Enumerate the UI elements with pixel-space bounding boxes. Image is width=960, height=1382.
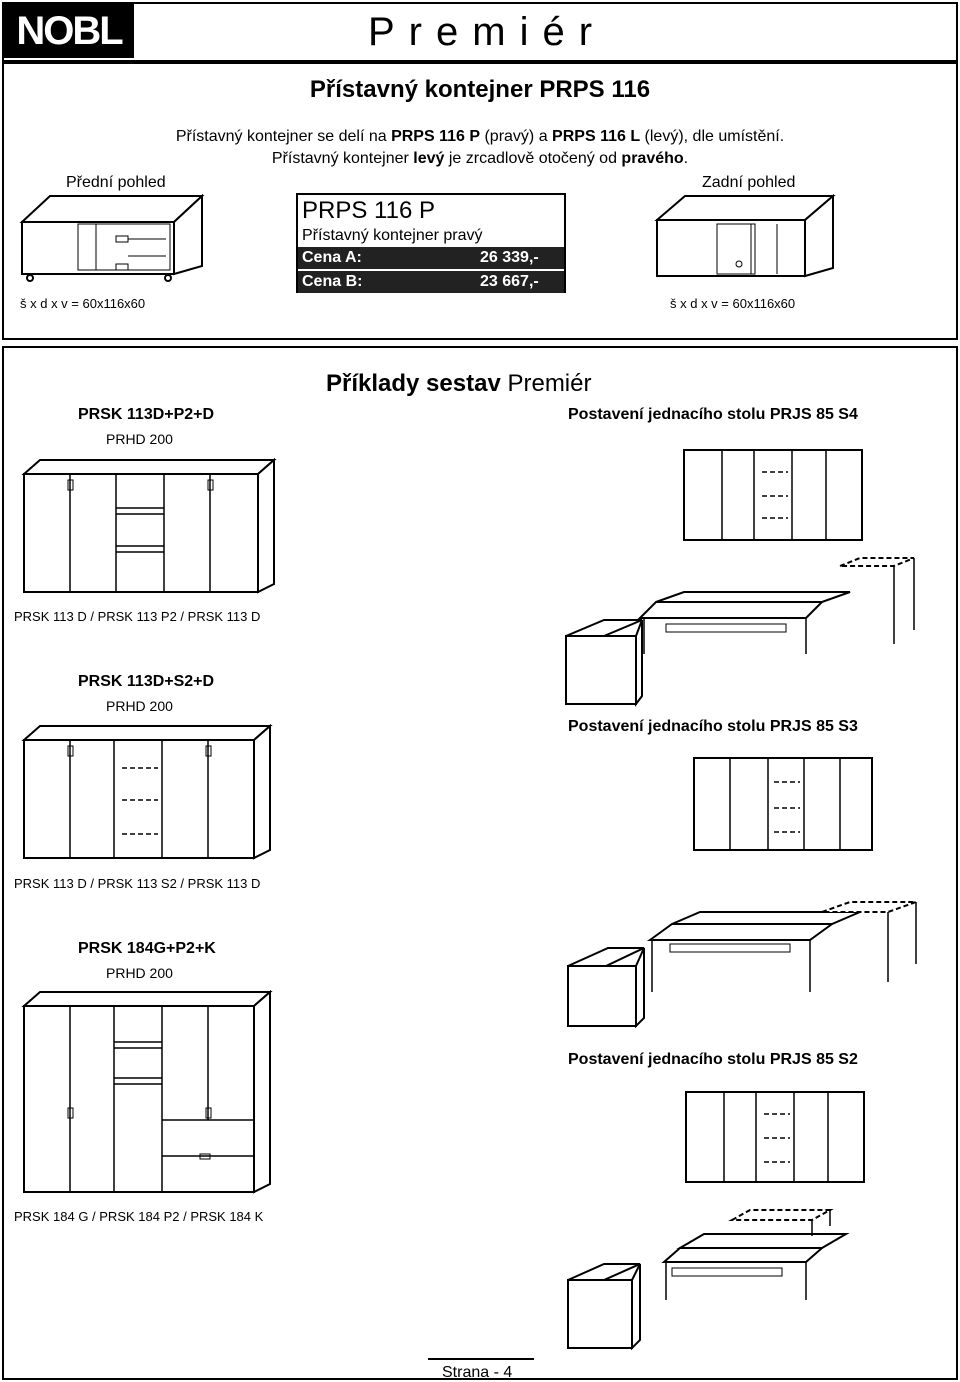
examples-title-brand: Premiér — [507, 370, 592, 397]
desc-text: (pravý) a — [480, 128, 553, 145]
desk-drawing-3 — [567, 1091, 865, 1351]
footer-divider — [428, 1358, 534, 1360]
product-frame — [2, 62, 958, 340]
desc-text: Přístavný kontejner — [271, 150, 414, 167]
set-parts-1: PRSK 113 D / PRSK 113 P2 / PRSK 113 D — [14, 609, 261, 624]
desk-label-2: Postavení jednacího stolu PRJS 85 S3 — [568, 718, 858, 735]
set-parts-2: PRSK 113 D / PRSK 113 S2 / PRSK 113 D — [14, 876, 261, 891]
price-b-value: 23 667,- — [480, 273, 539, 290]
examples-frame — [2, 346, 958, 1380]
set-sub-2: PRHD 200 — [106, 698, 173, 714]
price-row-b: Cena B: 23 667,- — [298, 271, 564, 293]
price-a-value: 26 339,- — [480, 249, 539, 266]
desc-code-p: PRPS 116 P — [391, 128, 481, 145]
desc-right: pravého — [621, 150, 684, 167]
front-view-drawing — [19, 193, 205, 282]
price-b-label: Cena B: — [302, 273, 363, 290]
desc-code-l: PRPS 116 L — [552, 128, 641, 145]
set-name-1: PRSK 113D+P2+D — [78, 406, 215, 423]
price-row-a: Cena A: 26 339,- — [298, 247, 564, 269]
set-name-2: PRSK 113D+S2+D — [78, 673, 215, 690]
examples-title-bold: Příklady sestav — [326, 370, 501, 397]
desc-text: (levý), dle umístění. — [640, 128, 785, 145]
set-name-3: PRSK 184G+P2+K — [78, 940, 216, 957]
product-description-line2: Přístavný kontejner levý je zrcadlově ot… — [0, 150, 960, 168]
front-view-label: Přední pohled — [66, 174, 166, 191]
brand-title: Premiér — [368, 10, 607, 54]
front-dimensions: š x d x v = 60x116x60 — [20, 296, 146, 311]
set-sub-3: PRHD 200 — [106, 965, 173, 981]
desk-drawing-1 — [565, 449, 915, 707]
desc-left: levý — [413, 150, 445, 167]
desc-text: je zrcadlově otočený od — [444, 150, 622, 167]
set-parts-3: PRSK 184 G / PRSK 184 P2 / PRSK 184 K — [14, 1209, 264, 1224]
back-dimensions: š x d x v = 60x116x60 — [670, 296, 796, 311]
set-drawing-3 — [21, 989, 273, 1194]
desk-label-1: Postavení jednacího stolu PRJS 85 S4 — [568, 406, 858, 423]
examples-title: Příklady sestav Premiér — [326, 370, 591, 398]
page-number: Strana - 4 — [442, 1364, 513, 1381]
back-view-drawing — [654, 193, 836, 278]
product-code: PRPS 116 P — [302, 197, 435, 224]
set-drawing-2 — [21, 723, 273, 860]
desk-label-3: Postavení jednacího stolu PRJS 85 S2 — [568, 1051, 858, 1068]
back-view-label: Zadní pohled — [702, 174, 796, 191]
set-sub-1: PRHD 200 — [106, 431, 173, 447]
price-a-label: Cena A: — [302, 249, 362, 266]
desc-text: Přístavný kontejner se delí na — [175, 128, 392, 145]
desc-text: . — [683, 150, 689, 167]
set-drawing-1 — [21, 457, 277, 594]
product-description-line1: Přístavný kontejner se delí na PRPS 116 … — [0, 128, 960, 146]
header-frame — [2, 2, 958, 62]
product-name: Přístavný kontejner pravý — [302, 227, 483, 244]
brand-logo: NOBL — [4, 4, 134, 58]
desk-drawing-2 — [567, 757, 917, 1029]
price-card: PRPS 116 P Přístavný kontejner pravý Cen… — [296, 193, 566, 293]
product-title: Přístavný kontejner PRPS 116 — [309, 76, 651, 103]
